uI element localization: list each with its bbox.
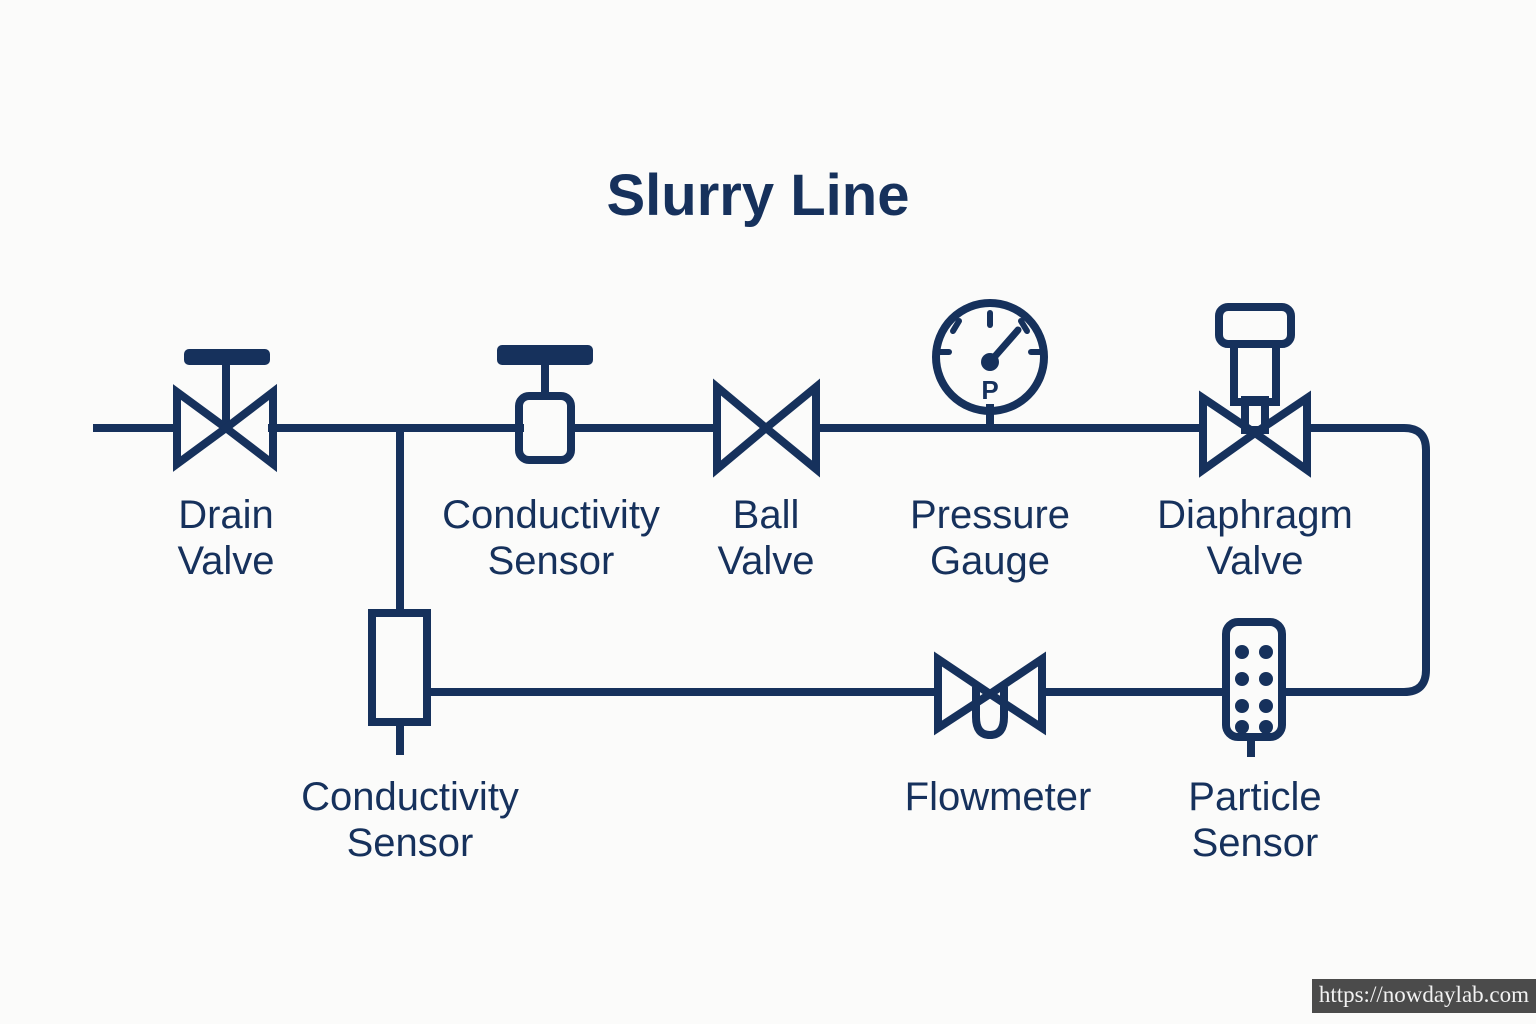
conductivity-sensor-top-label-line2: Sensor [488,539,615,583]
flowmeter-body-left [934,651,998,736]
ball-valve-label-line2: Valve [717,539,814,583]
particle-sensor-label-line1: Particle [1188,775,1321,819]
component-diaphragm-valve[interactable]: Diaphragm Valve [1157,303,1353,583]
particle-sensor-label-line2: Sensor [1192,821,1319,865]
pressure-gauge-label-line2: Gauge [930,539,1050,583]
component-particle-sensor[interactable]: Particle Sensor [1188,618,1322,865]
watermark: https://nowdaylab.com [1311,979,1536,1013]
drain-valve-label-line2: Valve [177,539,274,583]
pressure-gauge-ticks [933,310,1047,355]
diaphragm-valve-actuator-cap [1215,303,1295,348]
pressure-gauge-letter: P [981,375,998,405]
particle-sensor-body [1222,618,1286,741]
diaphragm-valve-actuator-body [1230,340,1280,406]
ball-valve-body-right [759,378,820,478]
pressure-gauge-pivot [981,353,999,371]
conductivity-sensor-bottom-body [368,609,431,726]
component-conductivity-sensor-bottom[interactable]: Conductivity Sensor [301,609,519,865]
flowmeter-label: Flowmeter [905,775,1092,819]
conductivity-sensor-bottom-label-line1: Conductivity [301,775,519,819]
diaphragm-valve-body-right [1247,390,1311,478]
flowmeter-body-right [982,651,1046,736]
component-pressure-gauge[interactable]: P Pressure Gauge [910,299,1070,583]
drain-valve-label-line1: Drain [178,493,274,537]
pressure-gauge-label-line1: Pressure [910,493,1070,537]
component-flowmeter[interactable]: Flowmeter [905,651,1092,819]
particle-sensor-dots [1235,645,1273,734]
diaphragm-valve-label-line2: Valve [1206,539,1303,583]
flowmeter-u-element [972,687,1008,740]
pipe-right-return-loop [1286,424,1430,696]
pressure-gauge-dial [932,299,1048,415]
component-conductivity-sensor-top[interactable]: Conductivity Sensor [442,345,660,583]
diaphragm-valve-label-line1: Diaphragm [1157,493,1353,537]
conductivity-sensor-top-label-line1: Conductivity [442,493,660,537]
component-ball-valve[interactable]: Ball Valve [713,378,820,583]
page-title: Slurry Line [607,163,910,228]
diaphragm-valve-body-left [1199,390,1263,478]
drain-valve-body-left [173,384,233,472]
ball-valve-label-line1: Ball [733,493,800,537]
conductivity-sensor-bottom-label-line2: Sensor [347,821,474,865]
drain-valve-body-right [219,383,277,473]
ball-valve-body-left [713,378,773,478]
conductivity-sensor-top-body [515,392,575,464]
component-drain-valve[interactable]: Drain Valve [173,349,277,583]
